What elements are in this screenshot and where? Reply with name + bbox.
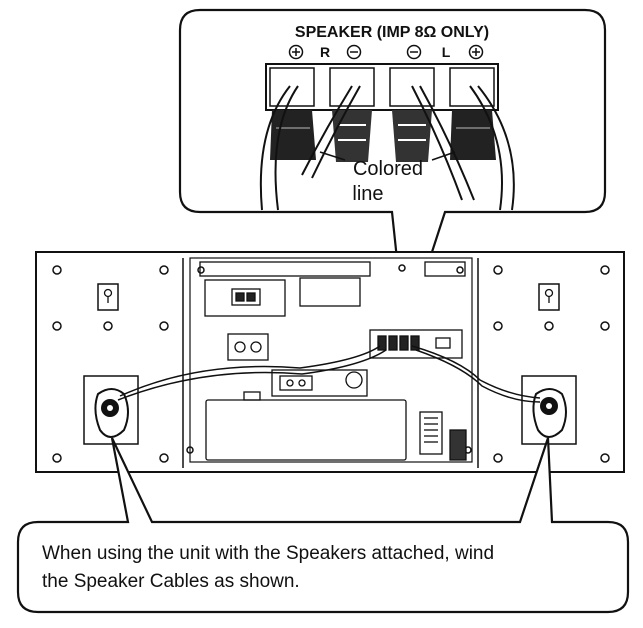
speaker-cables [117,345,541,403]
caption-text: When using the unit with the Speakers at… [42,540,622,596]
speaker-terminal-callout: SPEAKER (IMP 8Ω ONLY) R L [178,8,607,336]
speaker-jack-panel [369,329,463,359]
battery-compartment [205,399,467,461]
minus-terminal-icon [346,44,362,60]
colored-line-label-2: line [352,183,383,205]
plus-terminal-icon [468,44,484,60]
internal-board [199,261,466,317]
right-keyhole-icon [538,283,560,311]
screw-holes [52,264,610,463]
plus-terminal-icon [288,44,304,60]
caption-callout [16,437,630,614]
right-cable-winder [521,375,577,445]
left-cable-winder [83,375,139,445]
left-keyhole-icon [97,283,119,311]
minus-terminal-icon [406,44,422,60]
caption-line-2: the Speaker Cables as shown. [42,571,300,592]
caption-line-1: When using the unit with the Speakers at… [42,543,495,564]
speaker-wires-callout [259,85,515,211]
unit-rear-panel [35,251,625,473]
colored-line-label: Colored [353,158,423,180]
terminal-label-l: L [442,44,451,60]
speaker-terminal-title: SPEAKER (IMP 8Ω ONLY) [295,24,489,41]
terminal-label-r: R [320,44,330,60]
